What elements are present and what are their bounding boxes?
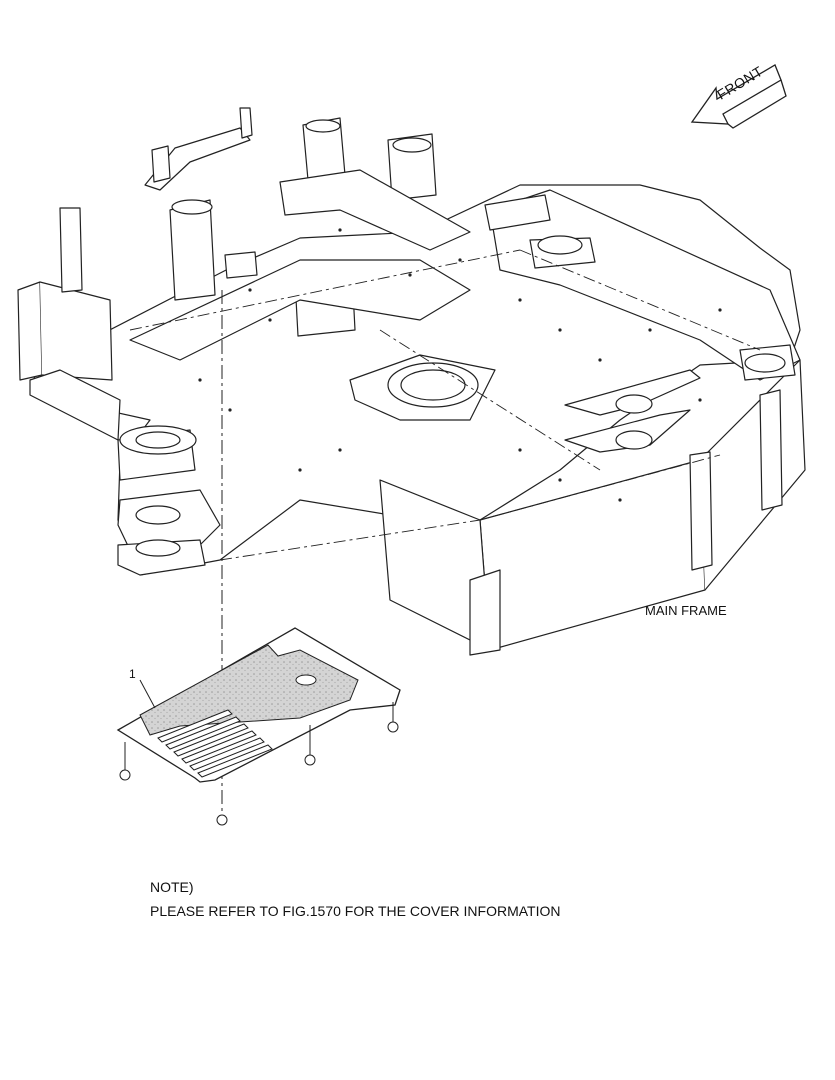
bolt-icons xyxy=(119,702,399,826)
note-text: PLEASE REFER TO FIG.1570 FOR THE COVER I… xyxy=(150,903,561,919)
frame-centerlines xyxy=(129,249,761,561)
main-frame-drawing xyxy=(17,107,806,656)
callout-number-1: 1 xyxy=(129,667,136,681)
note-title: NOTE) xyxy=(150,879,194,895)
cover-plate-part-1 xyxy=(116,627,401,783)
main-frame-label: MAIN FRAME xyxy=(645,603,727,618)
frame-bolt-holes xyxy=(198,228,722,502)
callout-1-leader xyxy=(139,679,156,709)
front-arrow-icon xyxy=(690,64,787,129)
